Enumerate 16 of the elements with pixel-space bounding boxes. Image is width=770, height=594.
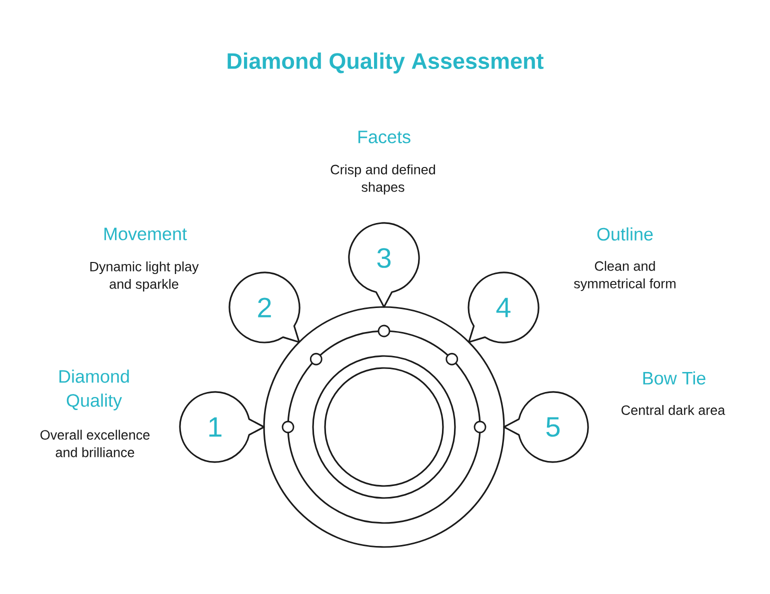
description: Dynamic light play and sparkle (90, 261, 199, 292)
heading: Diamond Quality (59, 370, 129, 410)
heading: Outline (597, 227, 653, 241)
heading: Bow Tie (643, 371, 706, 385)
speech-bubble: 4 (468, 272, 540, 344)
heading: Movement (104, 228, 187, 240)
heading: Facets (358, 130, 410, 144)
title: Diamond Quality Assessment (228, 52, 544, 74)
description: Central dark area (622, 405, 726, 415)
description: Overall excellence and brilliance (40, 430, 150, 458)
speech-bubble: 5 (503, 391, 589, 463)
description: Crisp and defined shapes (330, 164, 435, 195)
description: Clean and symmetrical form (574, 260, 676, 292)
speech-bubble: 1 (179, 391, 265, 463)
speech-bubble: 3 (348, 222, 420, 308)
speech-bubble: 2 (228, 272, 300, 344)
